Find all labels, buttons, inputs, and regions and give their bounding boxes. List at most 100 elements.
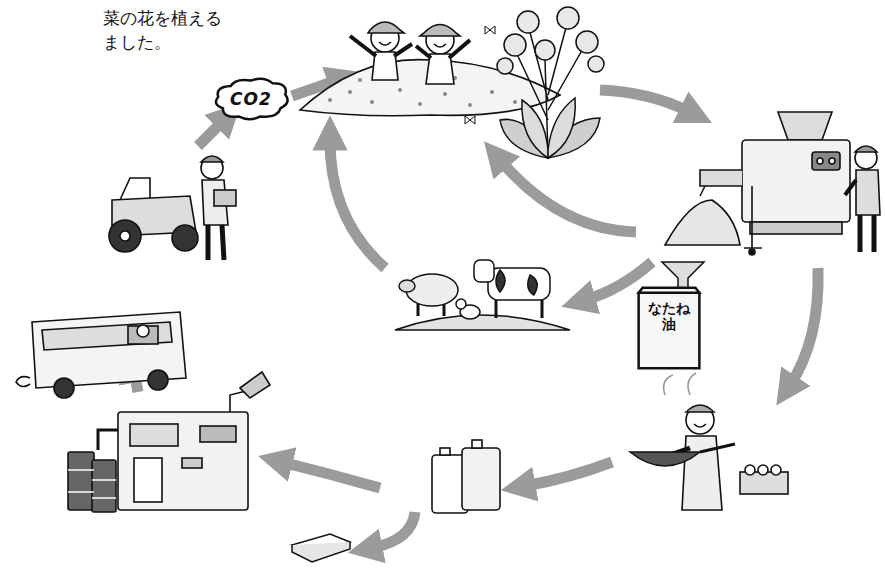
tractor <box>201 157 223 179</box>
flower-field <box>449 40 470 58</box>
livestock <box>496 300 542 318</box>
jerry-cans <box>472 440 482 448</box>
flower-field <box>328 98 332 102</box>
flower-field <box>416 46 431 58</box>
bus <box>16 377 30 387</box>
bdf-plant <box>200 426 236 442</box>
bdf-plant <box>118 412 248 510</box>
rape-plant <box>497 58 513 74</box>
flower-field <box>465 116 475 124</box>
oil-press <box>778 112 832 140</box>
flower-field <box>300 22 560 124</box>
cloud-outline <box>216 79 288 119</box>
livestock <box>395 260 570 330</box>
flower-field <box>485 26 495 34</box>
oil-press <box>817 158 823 164</box>
livestock <box>456 299 466 309</box>
tractor <box>109 156 236 260</box>
rape-plant <box>497 7 604 158</box>
flower-field <box>443 92 447 96</box>
livestock <box>395 315 570 330</box>
oil-press <box>665 200 740 245</box>
rape-plant <box>535 40 555 60</box>
bdf-plant <box>98 430 118 450</box>
bus <box>137 325 149 337</box>
oil-press <box>742 140 850 222</box>
oil-press <box>812 152 840 170</box>
bdf-plant <box>68 452 116 512</box>
cook <box>745 465 755 475</box>
bdf-plant <box>92 460 116 512</box>
cook <box>771 465 781 475</box>
flower-field <box>328 72 517 107</box>
flower-field <box>434 44 446 47</box>
oil-can: なたね油 <box>636 286 702 370</box>
livestock <box>399 280 415 292</box>
tractor <box>120 178 150 200</box>
bdf-plant <box>134 458 162 502</box>
cycle-arrows <box>282 462 380 488</box>
funnel <box>662 262 704 288</box>
oil-press <box>855 146 877 152</box>
cycle-arrows <box>600 90 690 112</box>
flower-field <box>350 36 376 56</box>
node-text: CO2 <box>230 89 272 109</box>
cook <box>630 373 788 510</box>
cook <box>630 452 700 466</box>
flower-field <box>379 42 391 45</box>
flower-field <box>372 52 398 80</box>
rape-plant <box>517 11 539 33</box>
cook <box>686 406 714 434</box>
rape-plant <box>497 7 604 74</box>
cook <box>758 465 768 475</box>
livestock <box>474 260 494 282</box>
cook <box>686 405 714 412</box>
cycle-arrows <box>330 140 385 268</box>
bdf-plant <box>182 458 202 468</box>
tractor <box>214 190 236 206</box>
flower-field <box>398 88 402 92</box>
cycle-arrows <box>198 120 224 146</box>
cook <box>700 444 735 452</box>
oil-press <box>749 249 755 255</box>
rape-plant <box>548 98 575 158</box>
jerry-cans <box>440 448 450 455</box>
oil-press <box>700 170 742 186</box>
cycle-arrows <box>790 268 818 385</box>
flower-field <box>418 102 422 106</box>
oil-press <box>845 180 856 195</box>
caption-text: 菜の花を植える <box>103 8 222 28</box>
jerry-cans <box>432 440 500 513</box>
bdf-plant <box>68 452 94 510</box>
tractor <box>120 231 130 241</box>
flower-field <box>348 90 352 94</box>
bdf-plant <box>68 470 116 498</box>
oil-press <box>856 170 880 215</box>
tractor <box>172 225 198 251</box>
tractor <box>109 220 141 252</box>
rape-plant <box>504 34 526 56</box>
flower-field <box>368 22 404 33</box>
rape-plant <box>588 56 604 72</box>
co2-cloud: CO2 <box>212 76 290 122</box>
oil-press <box>855 147 877 169</box>
flower-field <box>490 90 494 94</box>
flower-field <box>394 44 412 56</box>
rape-plant <box>557 7 579 29</box>
jerry-cans <box>462 448 500 510</box>
bus <box>128 326 158 344</box>
bus <box>54 378 74 398</box>
oil-press <box>665 112 880 255</box>
bdf-plant <box>130 424 178 446</box>
cook <box>664 373 696 395</box>
flower-field <box>358 78 362 82</box>
livestock <box>418 304 444 316</box>
cook <box>694 424 706 427</box>
tractor <box>208 225 224 260</box>
tractor <box>201 156 223 162</box>
bus <box>42 322 172 350</box>
funnel <box>662 262 704 288</box>
livestock <box>488 268 550 300</box>
